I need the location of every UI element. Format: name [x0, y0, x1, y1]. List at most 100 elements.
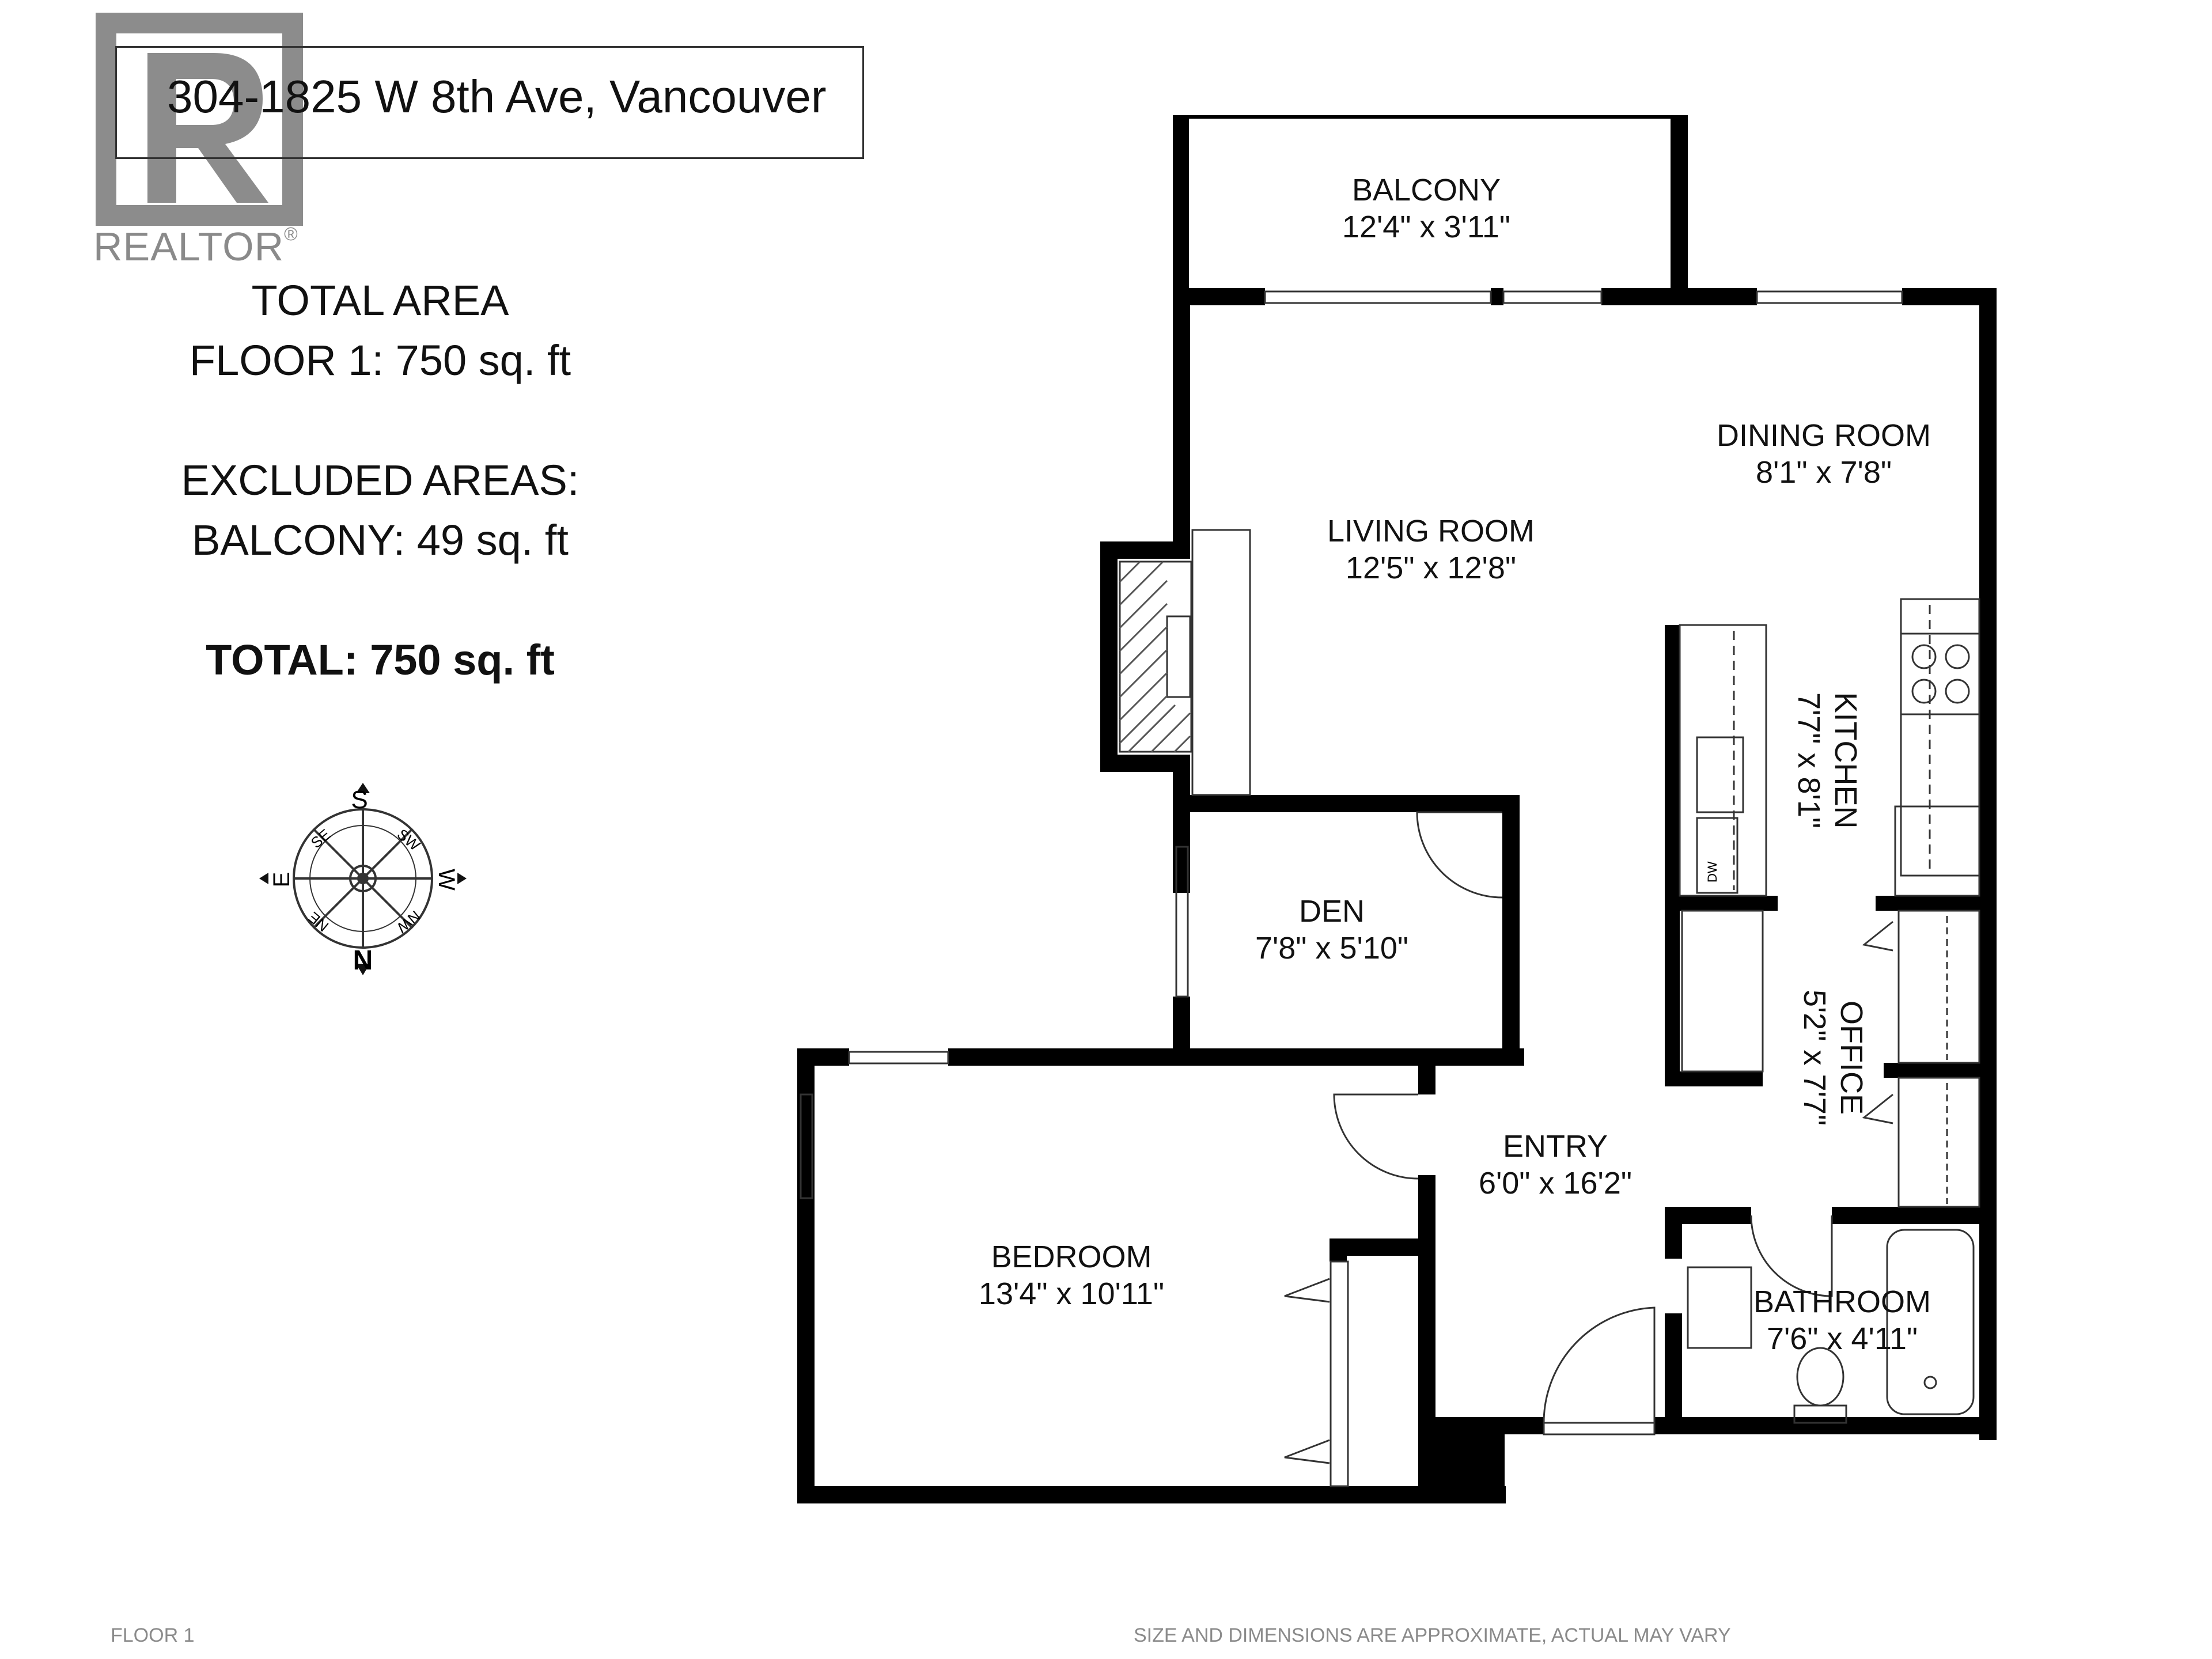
window-top-3	[1756, 290, 1903, 304]
room-kitchen: KITCHEN 7'7" x 8'1"	[1790, 692, 1864, 828]
office-wall-bottom	[1665, 1071, 1763, 1086]
floor-1-area: FLOOR 1: 750 sq. ft	[189, 336, 571, 384]
closet-wall-top	[1330, 1238, 1435, 1256]
bedroom-door-swing	[1333, 1093, 1419, 1180]
room-name: DINING ROOM	[1717, 418, 1931, 453]
kitchen-wall-bottom	[1665, 896, 1778, 911]
wall-right	[1979, 288, 1997, 1440]
fireplace-hearth	[1191, 529, 1251, 796]
realtor-word: REALTOR	[93, 224, 285, 269]
room-name: BALCONY	[1351, 173, 1501, 207]
dishwasher-label: DW	[1705, 861, 1719, 882]
room-name: KITCHEN	[1828, 692, 1863, 829]
compass-rose-icon: S N E W SE SW NE NW	[259, 783, 467, 976]
room-name: BATHROOM	[1753, 1285, 1931, 1319]
realtor-logo-icon	[96, 13, 303, 226]
room-living: LIVING ROOM 12'5" x 12'8"	[1327, 513, 1535, 586]
compass-w: W	[434, 869, 459, 891]
bathroom-vanity-icon	[1687, 1266, 1752, 1349]
room-entry: ENTRY 6'0" x 16'2"	[1479, 1128, 1632, 1202]
registered-mark: ®	[284, 224, 298, 244]
balcony-wall-left	[1173, 115, 1189, 305]
bathroom-wall-left-top	[1665, 1207, 1682, 1259]
property-address: 304-1825 W 8th Ave, Vancouver	[167, 71, 827, 122]
room-office: OFFICE 5'2" x 7'7"	[1796, 990, 1870, 1126]
window-den	[1175, 846, 1189, 998]
den-door-swing	[1416, 811, 1503, 899]
entry-wall-bottom	[1434, 1417, 1544, 1434]
room-dining: DINING ROOM 8'1" x 7'8"	[1717, 417, 1931, 491]
room-dims: 5'2" x 7'7"	[1797, 989, 1832, 1126]
room-name: BEDROOM	[991, 1240, 1152, 1274]
kitchen-island-counter	[1679, 624, 1767, 897]
den-wall-right	[1502, 795, 1520, 1054]
compass-e: E	[269, 872, 294, 888]
window-bedroom-top	[848, 1051, 949, 1065]
den-wall-top	[1173, 795, 1518, 812]
fridge-icon	[1894, 805, 1980, 897]
room-dims: 8'1" x 7'8"	[1755, 455, 1892, 490]
fireplace-icon	[1119, 560, 1192, 753]
bedroom-wall-top-1	[797, 1048, 849, 1066]
stove-icon	[1900, 632, 1980, 715]
den-wall-left-bottom	[1173, 997, 1190, 1054]
kitchen-wall-left	[1665, 625, 1680, 1086]
bathroom-wall-top-right	[1832, 1207, 1997, 1224]
footer-disclaimer: SIZE AND DIMENSIONS ARE APPROXIMATE, ACT…	[1134, 1624, 1731, 1646]
room-dims: 6'0" x 16'2"	[1478, 1166, 1633, 1200]
closet-wall-side	[1330, 1238, 1347, 1262]
room-den: DEN 7'8" x 5'10"	[1255, 893, 1408, 967]
closet-door-swing-2	[1284, 1439, 1330, 1464]
dishwasher-icon	[1696, 817, 1738, 894]
office-closet-swing-2	[1862, 1093, 1893, 1124]
room-dims: 7'6" x 4'11"	[1766, 1321, 1918, 1356]
room-dims: 13'4" x 10'11"	[978, 1277, 1165, 1311]
room-name: ENTRY	[1502, 1129, 1608, 1164]
room-dims: 7'8" x 5'10"	[1255, 931, 1409, 965]
excluded-areas-heading: EXCLUDED AREAS:	[181, 456, 579, 504]
room-dims: 7'7" x 8'1"	[1791, 692, 1826, 829]
balcony-area: BALCONY: 49 sq. ft	[192, 516, 569, 564]
bedroom-wall-right-top	[1418, 1048, 1435, 1094]
area-summary: TOTAL AREA FLOOR 1: 750 sq. ft EXCLUDED …	[173, 271, 588, 690]
balcony-rail	[1187, 115, 1673, 119]
office-closet-1	[1897, 910, 1980, 1064]
office-wall-top-right	[1876, 896, 1997, 911]
bedroom-closet	[1330, 1260, 1349, 1487]
realtor-wordmark: REALTOR®	[93, 224, 298, 270]
room-dims: 12'5" x 12'8"	[1345, 551, 1517, 585]
room-name: DEN	[1298, 894, 1365, 929]
office-closet-divider	[1884, 1063, 1997, 1078]
office-closet-2	[1897, 1077, 1980, 1208]
bathroom-wall-bottom	[1654, 1417, 1997, 1434]
balcony-wall-right	[1671, 115, 1688, 305]
fireplace-wall-side	[1100, 541, 1118, 772]
grand-total: TOTAL: 750 sq. ft	[206, 636, 555, 684]
wall-living-left	[1173, 288, 1190, 559]
room-name: OFFICE	[1834, 1001, 1869, 1115]
kitchen-sink-icon	[1696, 736, 1744, 813]
compass-n: N	[353, 945, 373, 976]
room-dims: 12'4" x 3'11"	[1342, 210, 1511, 244]
room-name: LIVING ROOM	[1327, 514, 1535, 548]
room-bathroom: BATHROOM 7'6" x 4'11"	[1753, 1283, 1931, 1357]
bedroom-wall-bottom	[797, 1486, 1506, 1503]
footer-floor-label: FLOOR 1	[111, 1624, 195, 1646]
kitchen-wall-counter	[1900, 598, 1980, 877]
bathroom-wall-left	[1665, 1313, 1682, 1434]
window-top-2	[1502, 290, 1603, 304]
room-balcony: BALCONY 12'4" x 3'11"	[1342, 172, 1510, 245]
closet-door-swing-1	[1284, 1278, 1330, 1303]
address-box	[115, 46, 864, 159]
total-area-heading: TOTAL AREA	[251, 276, 509, 324]
wall-top-3	[1601, 288, 1757, 305]
compass-s: S	[351, 786, 368, 814]
room-bedroom: BEDROOM 13'4" x 10'11"	[979, 1238, 1164, 1312]
office-desk-nook	[1681, 910, 1764, 1073]
entry-door-swing	[1543, 1306, 1656, 1423]
window-balcony-door	[1264, 290, 1492, 304]
office-closet-swing-1	[1862, 921, 1893, 952]
window-bedroom-side	[800, 1093, 813, 1199]
